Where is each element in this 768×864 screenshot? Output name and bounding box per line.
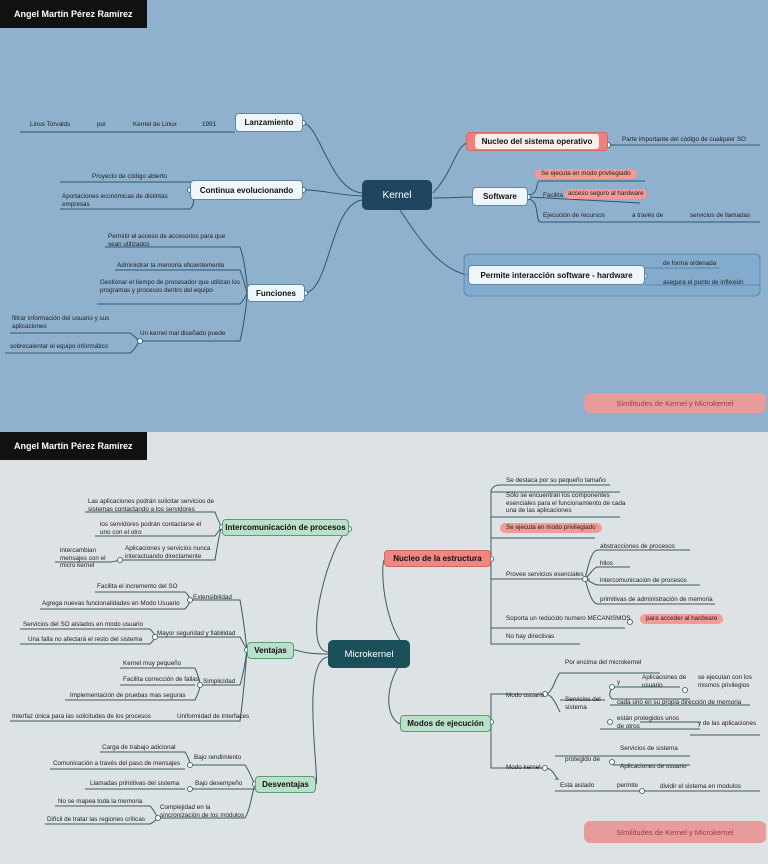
linus-torvalds-text: Linus Torvalds: [30, 121, 71, 128]
y-aplicaciones-text: y de las aplicaciones: [698, 720, 757, 727]
kernel-mal-text: Un kernel mal diseñado puede: [140, 330, 226, 337]
protegidos-unos-text: están protegidos unos de otros: [617, 715, 679, 730]
nuevas-funcionalidades-text: Agrega nuevas funcionalidades en Modo Us…: [42, 600, 180, 607]
mecanismos-text: Soporta un reducido numero MECANISMOS: [506, 615, 631, 622]
incremento-so-text: Facilita el incremento del SO: [97, 583, 178, 590]
bajo-desempeno-text: Bajo desempeño: [195, 780, 243, 787]
facilita-text: Facilita: [543, 192, 563, 199]
intercom-procesos-text: intercomunicación de procesos: [600, 577, 687, 584]
ejecucion-recursos-text: Ejecución de recursos: [543, 212, 605, 219]
kernel-linux-text: Kernel de Linux: [133, 121, 177, 128]
filtrar-text: filtrar información del usuario y sus ap…: [12, 315, 110, 330]
interaccion-node[interactable]: Permite interacción software - hardware: [468, 265, 645, 285]
nucleo-estructura-node[interactable]: Nucleo de la estructura: [384, 550, 491, 567]
mismos-privilegios-text: se ejecutan con los mismos privilegios: [698, 674, 752, 689]
encima-microkernel-text: Por encima del microkernel: [565, 659, 642, 666]
similitudes-button-1[interactable]: Similitudes de Kernel y Microkernel: [584, 393, 766, 413]
nunca-interactuando-text: Aplicaciones y servicios nunca interactu…: [125, 545, 211, 560]
ventajas-node[interactable]: Ventajas: [247, 642, 294, 659]
simplicidad-text: Simplicidad: [203, 678, 236, 685]
desventajas-node[interactable]: Desventajas: [255, 776, 316, 793]
falla-text: Una falla no afectará el resto del siste…: [28, 636, 143, 643]
evoluciona-node[interactable]: Continua evolucionando: [190, 180, 303, 200]
lanzamiento-node[interactable]: Lanzamiento: [235, 113, 303, 132]
servicios-esenciales-text: Provee servicios esenciales: [506, 571, 584, 578]
year-1991-text: 1991: [202, 121, 217, 128]
servicios-llamadas-text: servicios de llamadas: [690, 212, 751, 219]
carga-trabajo-text: Carga de trabajo adicional: [102, 744, 176, 751]
bajo-rendimiento-text: Bajo rendimiento: [194, 754, 242, 761]
abstracciones-text: abstracciones de procesos: [600, 543, 675, 550]
sobrecalentar-text: sobrecalentar el equipo informático: [10, 343, 109, 350]
dividir-modulos-text: dividir el sistema en modulos: [660, 783, 741, 790]
solicitar-servicios-text: Las aplicaciones podrán solicitar servic…: [88, 498, 215, 513]
microkernel-mindmap-panel: Angel Martín Pérez Ramírez: [0, 432, 768, 864]
pequeno-tamano-text: Se destaca por su pequeño tamaño: [506, 477, 606, 484]
correccion-fallas-text: Facilita corrección de fallas: [123, 676, 199, 683]
protegido-de-text: protegido de: [565, 756, 601, 763]
similitudes-button-2[interactable]: Similitudes de Kernel y Microkernel: [584, 821, 766, 843]
acceder-hardware-highlight: para acceder al hardware: [640, 614, 724, 624]
componentes-esenciales-text: Sólo se encuentran los componentes esenc…: [506, 492, 626, 514]
nucleo-so-node[interactable]: Nucleo del sistema operativo: [466, 132, 608, 151]
microkernel-connectors: [10, 484, 760, 825]
codigo-abierto-text: Proyecto de código abierto: [92, 173, 167, 180]
servidores-contacto-text: los servidores podrán contactarse el uno…: [100, 521, 202, 536]
pruebas-seguras-text: Implementación de pruebas mas seguras: [70, 692, 186, 699]
permite-text: permite: [617, 782, 638, 789]
parte-importante-text: Parte importante del código de cualquier…: [622, 136, 746, 143]
uniformidad-text: Uniformidad de Interfaces: [177, 713, 250, 720]
accesorios-text: Permitir el acceso de accesorios para qu…: [108, 233, 226, 248]
regiones-criticas-text: Difícil de tratar las regiones críticas: [47, 816, 145, 823]
seguridad-fiabilidad-text: Mayor seguridad y fiabilidad: [157, 630, 236, 637]
nucleo-so-label: Nucleo del sistema operativo: [474, 134, 600, 149]
author-label: Angel Martín Pérez Ramírez: [0, 0, 147, 28]
extensibilidad-text: Extensibilidad: [193, 594, 232, 601]
intercom-node[interactable]: Intercomunicación de procesos: [222, 519, 349, 536]
servicios-sistema-text: Servicios del sistema: [565, 696, 601, 711]
author-label-2: Angel Martín Pérez Ramírez: [0, 432, 147, 460]
propia-direccion-text: cada uno en su propia dirección de memor…: [617, 699, 742, 706]
aportaciones-text: Aportaciones económicas de distintas emp…: [62, 193, 168, 208]
kernel-mindmap-panel: Angel Martín Pérez Ramírez: [0, 0, 768, 432]
privilegiado-highlight: Se ejecuta en modo privilegiado: [500, 523, 602, 533]
modos-ejecucion-node[interactable]: Modos de ejecución: [400, 715, 491, 732]
tiempo-procesador-text: Gestionar el tiempo de procesador que ut…: [100, 279, 241, 294]
modo-privilegiado-highlight: Se ejecuta en modo privilegiado: [535, 169, 637, 179]
aplicaciones-de-usuario-text: Aplicaciones de usuario: [620, 763, 687, 770]
primitivas-memoria-text: primitivas de administración de memoria: [600, 596, 713, 603]
funciones-node[interactable]: Funciones: [247, 284, 305, 302]
punto-inflexion-text: asegura el punto de inflexión: [663, 279, 744, 286]
microkernel-center-node[interactable]: Microkernel: [328, 640, 410, 668]
kernel-pequeno-text: Kernel muy pequeño: [123, 660, 182, 667]
forma-ordenada-text: de forma ordenada: [663, 260, 717, 267]
a-traves-text: a través de: [632, 212, 664, 219]
memoria-text: Administrar la memoria eficientemente: [117, 262, 225, 269]
y-text: y: [617, 679, 621, 686]
por-text: por: [97, 121, 107, 128]
modo-kernel-text: Modo kernel: [506, 764, 541, 771]
aplicaciones-usuario-text: Aplicaciones de usuario: [642, 674, 687, 689]
kernel-center-node[interactable]: Kernel: [362, 180, 432, 210]
servicios-aislados-text: Servicios del SO aislados en modo usuari…: [23, 621, 144, 628]
complejidad-text: Complejidad en la sincronización de los …: [160, 804, 245, 819]
paso-mensajes-text: Comunicación a través del paso de mensaj…: [53, 760, 181, 767]
software-node[interactable]: Software: [472, 187, 528, 206]
hilos-text: hilos: [600, 560, 613, 567]
intercambian-mensajes-text: intercambian mensajes con el micro kerne…: [60, 547, 106, 569]
llamadas-primitivas-text: Llamadas primitivas del sistema: [90, 780, 180, 787]
no-mapea-text: No se mapea toda la memoria: [58, 798, 143, 805]
no-directivas-text: No hay directivas: [506, 633, 555, 640]
modo-usuario-text: Modo usuario: [506, 692, 545, 699]
acceso-seguro-highlight: acceso seguro al hardware: [565, 189, 647, 199]
esta-aislado-text: Está aislado: [560, 782, 595, 789]
interfaz-unica-text: Interfaz única para las solicitudes de l…: [12, 713, 151, 720]
servicios-de-sistema-text: Servicios de sistema: [620, 745, 678, 752]
